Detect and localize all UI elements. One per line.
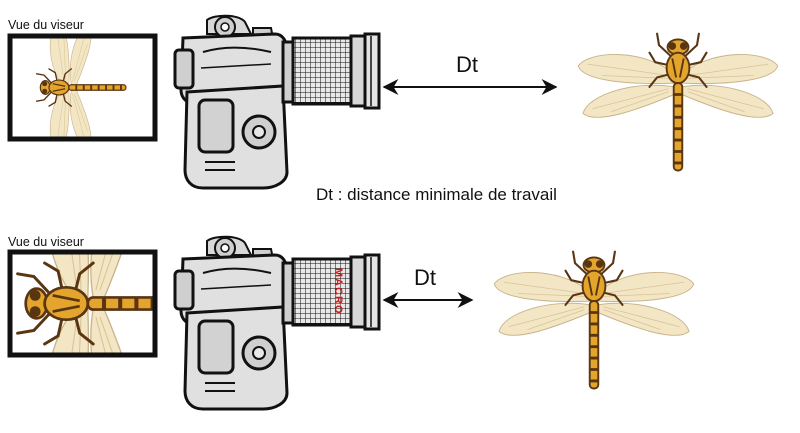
bottom-subject-dragonfly-icon — [492, 250, 696, 390]
top-viewfinder-label: Vue du viseur — [8, 18, 84, 32]
bottom-viewfinder-label: Vue du viseur — [8, 235, 84, 249]
top-row: Vue du viseur Dt — [7, 14, 780, 190]
bottom-viewfinder-icon — [7, 249, 158, 358]
bottom-row: Vue du viseur MACRO Dt — [7, 235, 696, 411]
lens-macro-label: MACRO — [332, 268, 344, 315]
caption: Dt : distance minimale de travail — [316, 185, 557, 204]
bottom-distance-label: Dt — [414, 265, 436, 290]
top-subject-dragonfly-icon — [576, 32, 780, 172]
top-viewfinder-icon — [7, 33, 158, 142]
bottom-camera-icon — [173, 235, 381, 411]
top-distance-label: Dt — [456, 52, 478, 77]
top-camera-icon — [173, 14, 381, 190]
